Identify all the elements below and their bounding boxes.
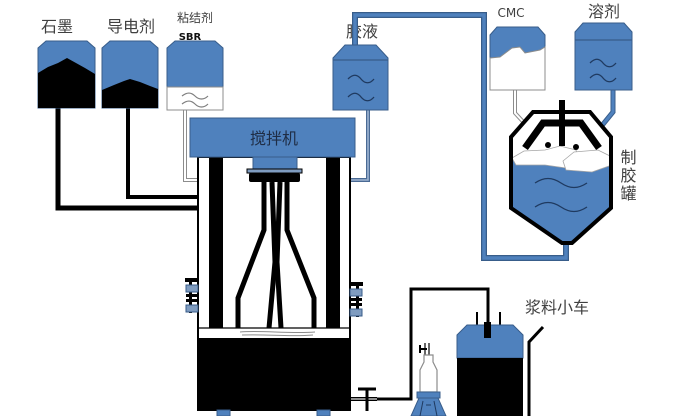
solvent-label: 溶剂 (588, 2, 620, 21)
hopper-body (166, 40, 224, 88)
outlet-valve (358, 387, 376, 411)
mixer-label: 搅拌机 (250, 129, 298, 148)
slurry-cart-label: 浆料小车 (525, 298, 589, 317)
mixer-motor-housing (189, 117, 356, 158)
graphite-label: 石墨 (41, 17, 73, 36)
tank-shell (509, 110, 613, 245)
tank-body (574, 22, 633, 91)
glue-making-tank (509, 100, 613, 245)
wave-icon (181, 100, 209, 108)
wave-icon (347, 92, 375, 102)
conductive-agent-hopper (101, 40, 159, 109)
filter-ring (416, 391, 441, 399)
pump-body (410, 397, 447, 416)
wave-icon (589, 73, 617, 83)
mixer-column-left (209, 157, 223, 328)
blade (284, 182, 317, 328)
mixer: 搅拌机 (185, 117, 363, 416)
solvent-tank (574, 22, 633, 91)
cart-slurry (457, 358, 523, 416)
graphite-feed-pipe (55, 108, 200, 211)
mixer-blades (235, 181, 317, 329)
mixer-foot (316, 409, 331, 416)
glue-circulation-pipe (352, 12, 569, 261)
cart-inlet-nozzle (484, 322, 491, 338)
graphite-powder (38, 58, 95, 108)
mixer-foot (216, 409, 231, 416)
glue-liquid (511, 158, 611, 243)
mixer-column-right (326, 157, 340, 328)
agitator-hub (573, 144, 579, 150)
binder-label: 粘结剂 (177, 10, 213, 25)
binder-feed-pipe (183, 110, 199, 182)
slurry-ripple (239, 330, 316, 337)
conductive-agent-feed-pipe (126, 108, 200, 199)
glue-tank-label: 制胶罐 (618, 149, 637, 203)
binder-type-label: SBR (179, 32, 202, 43)
blade (274, 181, 284, 329)
filter (416, 343, 441, 399)
mixer-clamp-left (185, 278, 199, 313)
glue-solution-feed-pipe (350, 110, 370, 182)
cmc-label: CMC (497, 6, 524, 20)
binder-hopper (166, 40, 224, 111)
agitator-hub (545, 142, 551, 148)
glue-solution-label: 胶液 (346, 22, 378, 41)
cart-handle (527, 325, 545, 416)
cmc-powder (489, 46, 546, 91)
cmc-hopper (489, 26, 546, 91)
mixer-clamp-right (349, 282, 363, 317)
wave-icon (534, 201, 588, 213)
mixer-slurry (198, 338, 350, 410)
mixer-drive-coupling (252, 156, 298, 170)
wave-icon (534, 177, 588, 189)
glue-solution-tank (332, 44, 389, 111)
wave-icon (589, 58, 617, 68)
filter-body (419, 354, 438, 393)
wave-icon (181, 92, 209, 100)
foam (562, 149, 611, 173)
pump-detail (419, 400, 438, 416)
solvent-feed-pipe (598, 90, 616, 130)
agitator-arms (522, 119, 602, 151)
graphite-hopper (37, 40, 96, 109)
slurry-cart (456, 312, 545, 416)
wave-icon (347, 74, 375, 84)
blade (235, 182, 267, 328)
agitator (522, 100, 602, 151)
conductive-agent-label: 导电剂 (107, 17, 155, 36)
mixer-flange-ring (246, 168, 303, 174)
pump (410, 397, 447, 416)
conductive-agent-powder (102, 79, 158, 108)
filter-valve-handle (419, 345, 427, 353)
mixer-flange (249, 173, 300, 182)
binder-liquid (166, 86, 224, 111)
